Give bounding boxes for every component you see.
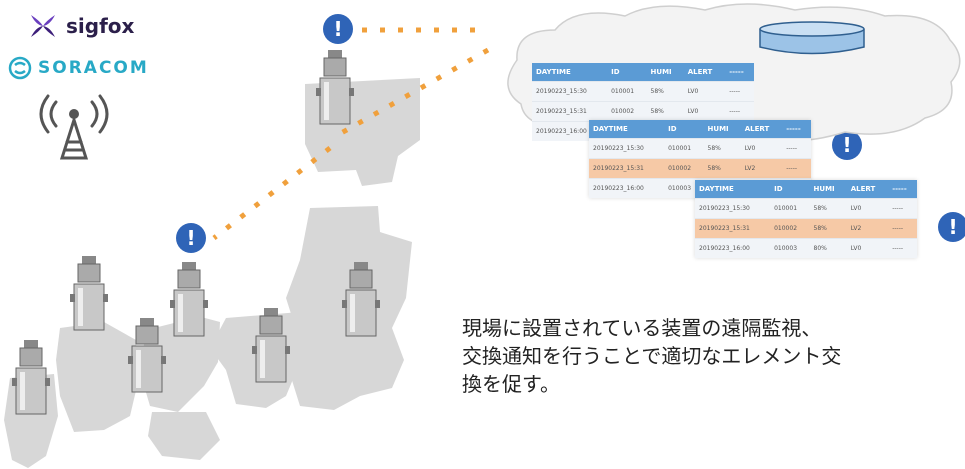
column-header: ALERT — [683, 63, 726, 82]
table-cell: 20190223_15:30 — [589, 138, 665, 159]
caption-line: 換を促す。 — [462, 372, 560, 396]
table-cell: 010002 — [664, 158, 704, 179]
table-cell: LV0 — [846, 198, 889, 219]
filter-device-icon[interactable] — [316, 50, 354, 128]
table-cell: 20190223_16:00 — [532, 121, 608, 141]
filter-device-icon[interactable] — [342, 262, 380, 340]
alert-row: 20190223_15:31 010002 58% LV2 ----- — [695, 218, 917, 239]
column-header: ID — [607, 63, 647, 82]
table-cell: ----- — [782, 138, 811, 159]
table-header-row: DAYTIME ID HUMI ALERT ----- — [695, 180, 917, 199]
sigfox-logo: sigfox — [28, 10, 168, 42]
filter-device-icon[interactable] — [12, 340, 50, 418]
alert-icon[interactable]: ! — [323, 14, 353, 44]
soracom-label: SORACOM — [38, 58, 149, 78]
table-cell: LV0 — [683, 101, 726, 122]
column-header: HUMI — [646, 63, 684, 82]
table-cell: 20190223_15:30 — [695, 198, 771, 219]
table-cell: LV0 — [683, 81, 726, 102]
table-cell: LV2 — [740, 158, 783, 179]
database-icon — [759, 21, 865, 55]
table-row: 20190223_15:30 010001 58% LV0 ----- — [589, 138, 811, 159]
table-cell: 80% — [809, 238, 847, 258]
table-cell: ----- — [888, 218, 917, 239]
table-cell: ----- — [725, 101, 754, 122]
table-cell: 010003 — [770, 238, 810, 258]
table-cell: 010002 — [607, 101, 647, 122]
table-cell: LV0 — [740, 138, 783, 159]
column-header: DAYTIME — [532, 63, 608, 82]
filter-device-icon[interactable] — [128, 318, 166, 396]
column-header: ID — [770, 180, 810, 199]
filter-device-icon[interactable] — [70, 256, 108, 334]
soracom-mark-icon — [8, 56, 32, 80]
table-header-row: DAYTIME ID HUMI ALERT ----- — [589, 120, 811, 139]
column-header: HUMI — [703, 120, 741, 139]
column-header: ID — [664, 120, 704, 139]
table-cell: 010003 — [664, 178, 704, 198]
column-header: ALERT — [846, 180, 889, 199]
table-cell: 20190223_15:31 — [695, 218, 771, 239]
column-header: ----- — [888, 180, 917, 199]
table-cell: 20190223_15:31 — [589, 158, 665, 179]
table-cell: ----- — [888, 198, 917, 219]
column-header: ----- — [725, 63, 754, 82]
table-cell: 58% — [703, 158, 741, 179]
table-cell: 58% — [809, 198, 847, 219]
alert-icon[interactable]: ! — [176, 223, 206, 253]
column-header: HUMI — [809, 180, 847, 199]
column-header: ALERT — [740, 120, 783, 139]
table-cell: 010001 — [607, 81, 647, 102]
table-row: 20190223_15:30 010001 58% LV0 ----- — [532, 81, 754, 102]
table-cell: 20190223_16:00 — [589, 178, 665, 198]
table-cell: 58% — [646, 81, 684, 102]
table-row: 20190223_15:31 010002 58% LV0 ----- — [532, 101, 754, 122]
antenna-icon — [39, 94, 109, 160]
table-row: 20190223_15:30 010001 58% LV0 ----- — [695, 198, 917, 219]
filter-device-icon[interactable] — [170, 262, 208, 340]
sigfox-label: sigfox — [66, 14, 135, 38]
table-cell: 58% — [646, 101, 684, 122]
filter-device-icon[interactable] — [252, 308, 290, 386]
table-cell: LV0 — [846, 238, 889, 258]
table-cell: LV2 — [846, 218, 889, 239]
table-row: 20190223_16:00 010003 80% LV0 ----- — [695, 238, 917, 258]
caption-text: 現場に設置されている装置の遠隔監視、 交換通知を行うことで適切なエレメント交 換… — [462, 314, 932, 398]
table-cell: 58% — [703, 138, 741, 159]
data-table: DAYTIME ID HUMI ALERT ----- 20190223_15:… — [695, 180, 917, 258]
table-cell: 58% — [809, 218, 847, 239]
table-cell: 20190223_15:31 — [532, 101, 608, 122]
table-cell: ----- — [888, 238, 917, 258]
alert-row: 20190223_15:31 010002 58% LV2 ----- — [589, 158, 811, 179]
caption-line: 交換通知を行うことで適切なエレメント交 — [462, 344, 842, 368]
data-table: DAYTIME ID HUMI ALERT ----- 20190223_15:… — [589, 120, 811, 198]
soracom-logo: SORACOM — [8, 54, 158, 82]
alert-icon[interactable]: ! — [938, 212, 965, 242]
table-cell: 010001 — [664, 138, 704, 159]
column-header: ----- — [782, 120, 811, 139]
table-cell: ----- — [782, 158, 811, 179]
table-cell: ----- — [725, 81, 754, 102]
table-cell: 20190223_15:30 — [532, 81, 608, 102]
sigfox-mark-icon — [31, 15, 55, 37]
column-header: DAYTIME — [695, 180, 771, 199]
caption-line: 現場に設置されている装置の遠隔監視、 — [462, 316, 822, 340]
table-header-row: DAYTIME ID HUMI ALERT ----- — [532, 63, 754, 82]
table-cell: 010001 — [770, 198, 810, 219]
table-cell: 010002 — [770, 218, 810, 239]
table-cell: 20190223_16:00 — [695, 238, 771, 258]
column-header: DAYTIME — [589, 120, 665, 139]
